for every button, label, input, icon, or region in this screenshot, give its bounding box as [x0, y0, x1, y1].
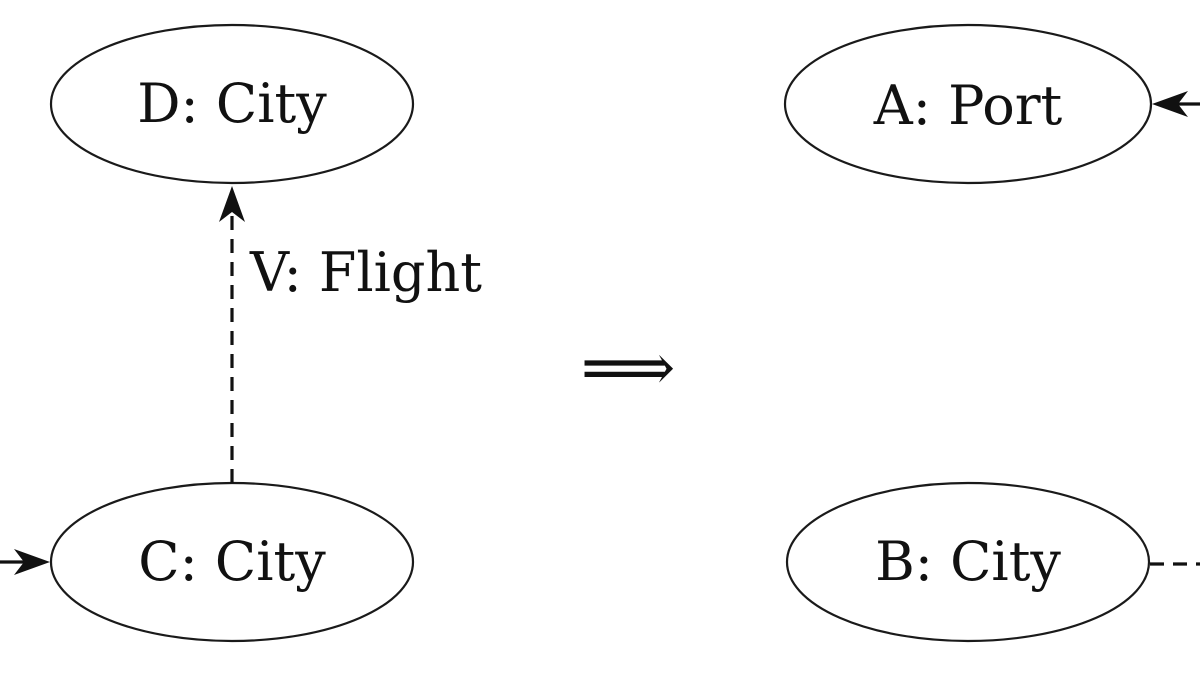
- implication-arrow: ⟹: [581, 329, 676, 406]
- edge-into-a-partial: [1152, 91, 1200, 117]
- edge-into-c-arrowhead: [14, 549, 50, 575]
- edge-v-arrowhead: [219, 186, 245, 222]
- node-b: B: City: [785, 481, 1151, 643]
- node-b-ellipse: [785, 481, 1151, 643]
- node-d-label: D: City: [137, 72, 327, 135]
- node-d: D: City: [49, 23, 415, 185]
- node-b-label: B: City: [875, 530, 1061, 593]
- edge-v-label: V: Flight: [249, 241, 482, 304]
- node-a-ellipse: [783, 23, 1153, 185]
- node-a-label: A: Port: [873, 74, 1063, 137]
- node-c-label: C: City: [138, 530, 326, 593]
- edge-v: V: Flight: [219, 186, 482, 483]
- edge-into-a-arrowhead: [1152, 91, 1188, 117]
- node-c: C: City: [49, 481, 415, 643]
- edge-into-c-partial: [0, 549, 50, 575]
- node-d-ellipse: [49, 23, 415, 185]
- node-a: A: Port: [783, 23, 1153, 185]
